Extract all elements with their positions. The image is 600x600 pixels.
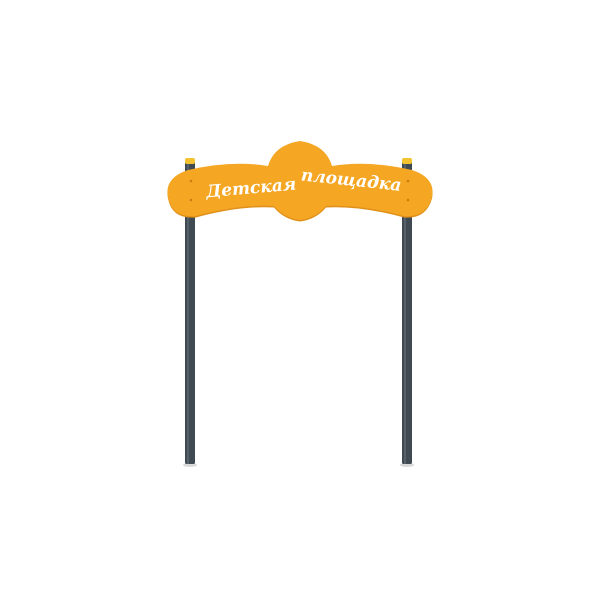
bolt-icon xyxy=(406,198,410,202)
left-post xyxy=(185,158,195,464)
bolt-icon xyxy=(189,179,193,183)
bolt-icon xyxy=(189,198,193,202)
sign-panel: Детская площадка xyxy=(167,141,433,222)
bolt-icon xyxy=(406,179,410,183)
left-post-cap xyxy=(185,158,195,164)
right-post xyxy=(402,158,412,464)
right-post-cap xyxy=(402,158,412,164)
